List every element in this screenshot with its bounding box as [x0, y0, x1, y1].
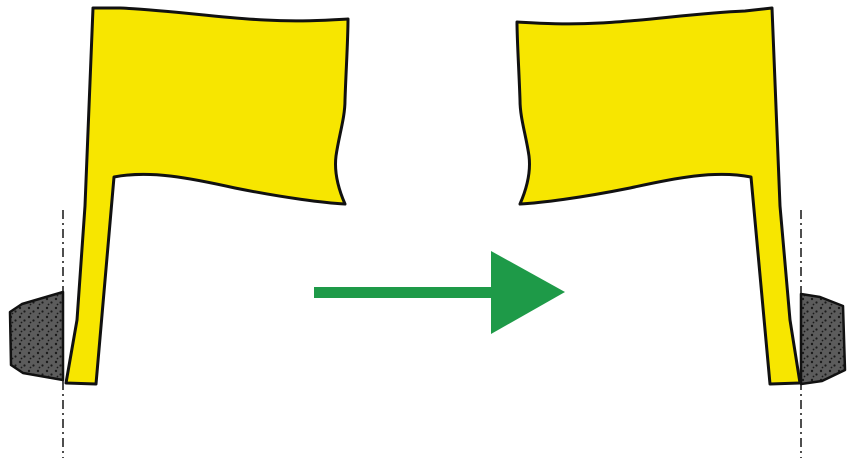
left-flag-group: [10, 8, 348, 458]
right-stippled-block-icon: [801, 294, 845, 384]
left-flag-icon: [66, 8, 348, 384]
mirrored-flag-icon: [517, 8, 800, 384]
arrow-right-icon: [314, 251, 565, 334]
right-flag-group: [517, 8, 845, 458]
left-stippled-block-icon: [10, 292, 63, 380]
